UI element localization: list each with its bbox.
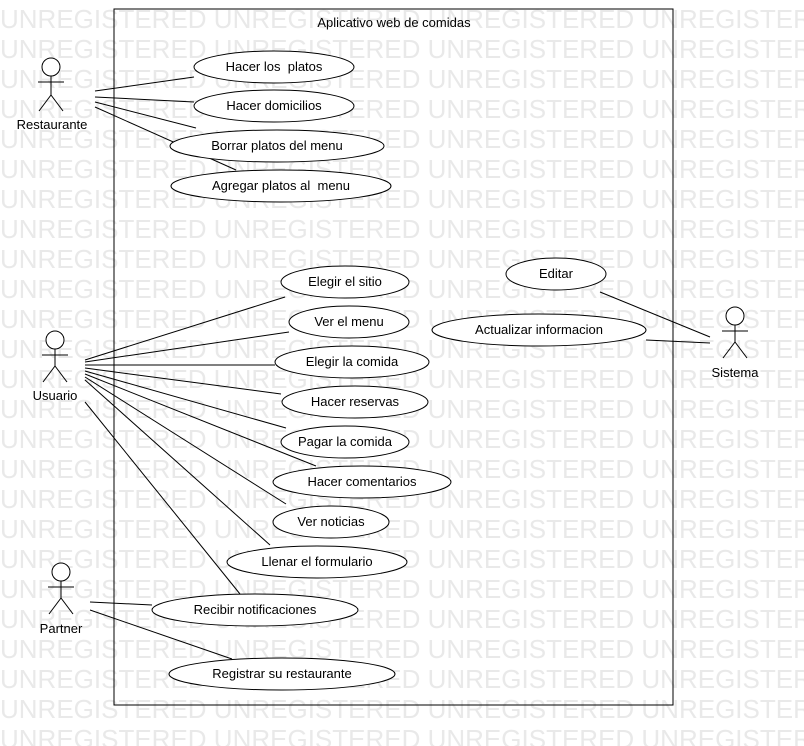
watermark-row: UNREGISTERED UNREGISTERED UNREGISTERED U… [0,124,804,154]
watermark-row: UNREGISTERED UNREGISTERED UNREGISTERED U… [0,244,804,274]
use-case-hacer-reservas[interactable]: Hacer reservas [281,385,429,419]
use-case-pagar-comida[interactable]: Pagar la comida [280,425,410,459]
system-title: Aplicativo web de comidas [317,15,471,30]
use-case-hacer-domicilios[interactable]: Hacer domicilios [193,89,355,123]
use-case-label: Borrar platos del menu [211,138,343,153]
use-case-hacer-platos[interactable]: Hacer los platos [193,50,355,84]
actor-partner[interactable] [48,562,74,615]
actor-label-partner: Partner [40,621,83,636]
use-case-hacer-comentarios[interactable]: Hacer comentarios [272,465,452,499]
use-case-label: Ver el menu [314,314,383,329]
watermark-row: UNREGISTERED UNREGISTERED UNREGISTERED U… [0,664,804,694]
watermark-row: UNREGISTERED UNREGISTERED UNREGISTERED U… [0,154,804,184]
use-case-llenar-formulario[interactable]: Llenar el formulario [226,545,408,579]
association-line [94,76,195,92]
use-case-label: Hacer domicilios [226,98,322,113]
watermark-row: UNREGISTERED UNREGISTERED UNREGISTERED U… [0,34,804,64]
use-case-ver-menu[interactable]: Ver el menu [288,305,410,339]
watermark-row: UNREGISTERED UNREGISTERED UNREGISTERED U… [0,64,804,94]
associations [84,76,711,660]
watermark-row: UNREGISTERED UNREGISTERED UNREGISTERED U… [0,184,804,214]
actor-sistema[interactable] [722,306,748,359]
association-line [89,601,153,606]
use-case-recibir-notificaciones[interactable]: Recibir notificaciones [151,593,359,627]
association-line [84,373,317,467]
use-case-label: Recibir notificaciones [194,602,317,617]
use-case-agregar-platos[interactable]: Agregar platos al menu [170,169,392,203]
use-case-label: Hacer comentarios [307,474,417,489]
use-case-borrar-platos[interactable]: Borrar platos del menu [169,129,385,163]
use-case-label: Llenar el formulario [261,554,372,569]
association-line [84,370,287,429]
use-case-ver-noticias[interactable]: Ver noticias [272,505,390,539]
actor-restaurante[interactable] [38,57,64,112]
use-case-label: Ver noticias [297,514,365,529]
watermark-row: UNREGISTERED UNREGISTERED UNREGISTERED U… [0,574,804,604]
association-line [84,379,271,546]
use-case-label: Elegir el sitio [308,274,382,289]
watermark-row: UNREGISTERED UNREGISTERED UNREGISTERED U… [0,604,804,634]
watermark-row: UNREGISTERED UNREGISTERED UNREGISTERED U… [0,514,804,544]
association-line [645,339,711,344]
watermark-row: UNREGISTERED UNREGISTERED UNREGISTERED U… [0,694,804,724]
use-case-actualizar-informacion[interactable]: Actualizar informacion [431,313,647,347]
use-case-editar[interactable]: Editar [505,257,607,291]
watermark-row: UNREGISTERED UNREGISTERED UNREGISTERED U… [0,724,804,746]
association-line [94,106,237,171]
actor-label-restaurante: Restaurante [17,117,88,132]
actor-usuario[interactable] [42,330,68,383]
association-line [94,96,195,103]
actor-label-usuario: Usuario [33,388,78,403]
use-case-label: Agregar platos al menu [212,178,350,193]
use-case-label: Hacer reservas [311,394,400,409]
use-case-label: Editar [539,266,574,281]
use-case-elegir-comida[interactable]: Elegir la comida [274,345,430,379]
use-case-label: Hacer los platos [226,59,323,74]
use-case-label: Pagar la comida [298,434,393,449]
association-line [84,296,286,361]
association-line [84,376,287,505]
watermark-row: UNREGISTERED UNREGISTERED UNREGISTERED U… [0,214,804,244]
association-line [84,331,290,363]
system-boundary[interactable] [113,8,674,706]
actor-label-sistema: Sistema [712,365,760,380]
use-case-label: Elegir la comida [306,354,399,369]
use-case-registrar-restaurante[interactable]: Registrar su restaurante [168,657,396,691]
association-line [89,609,233,660]
association-line [599,291,711,338]
association-line [84,401,241,595]
use-case-label: Registrar su restaurante [212,666,351,681]
association-line [84,367,282,395]
use-case-label: Actualizar informacion [475,322,603,337]
association-line [94,101,197,129]
use-case-elegir-sitio[interactable]: Elegir el sitio [280,265,410,299]
watermark-row: UNREGISTERED UNREGISTERED UNREGISTERED U… [0,634,804,664]
